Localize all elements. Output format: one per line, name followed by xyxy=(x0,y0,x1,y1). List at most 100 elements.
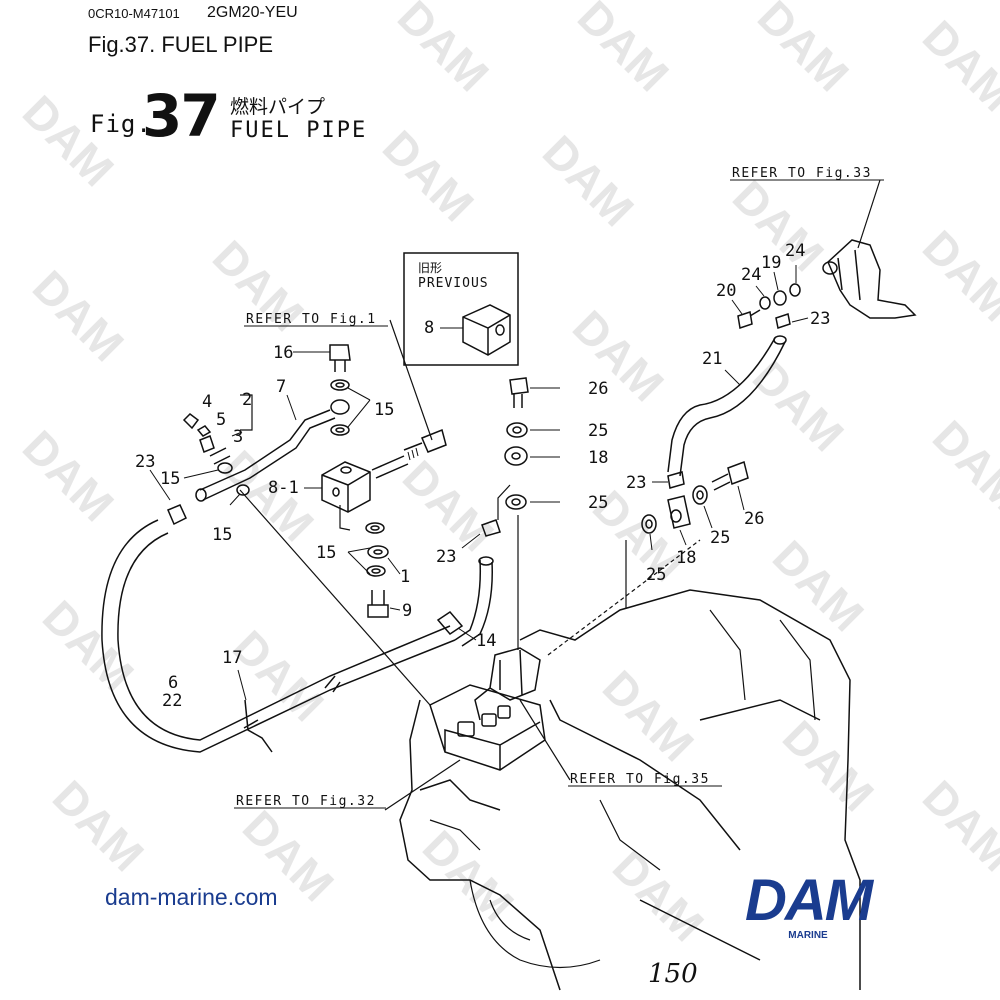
clamp-23-right xyxy=(667,471,685,489)
refer-to-fig-32: REFER TO Fig.32 xyxy=(236,794,376,809)
callout-24: 24 xyxy=(741,265,761,285)
page-title: Fig.37. FUEL PIPE xyxy=(88,32,274,57)
nipple-3 xyxy=(199,435,215,453)
logo-subtext: MARINE xyxy=(788,930,828,941)
fuel-hose-6 xyxy=(101,519,456,753)
engine-block xyxy=(399,589,861,991)
watermark: DAM xyxy=(593,660,704,771)
watermark: DAM xyxy=(913,770,1000,881)
leader-line xyxy=(497,484,511,520)
logo-text: DAM xyxy=(744,868,873,933)
callout-1: 1 xyxy=(400,567,410,587)
drawing xyxy=(101,179,917,991)
dam-marine-logo: DAM MARINE xyxy=(718,872,898,947)
callout-3: 3 xyxy=(233,427,243,447)
document-code: 0CR10-M47101 xyxy=(88,6,180,21)
figure-title-en: FUEL PIPE xyxy=(230,118,368,143)
washer-15 xyxy=(330,424,350,436)
washer-24 xyxy=(789,283,801,297)
figure-title-jp: 燃料パイプ xyxy=(230,96,326,118)
washer-19 xyxy=(773,290,787,306)
watermark: DAM xyxy=(13,85,124,196)
watermark: DAM xyxy=(43,770,154,881)
bolt-20 xyxy=(737,309,761,329)
washer-15 xyxy=(335,382,345,388)
callout-21: 21 xyxy=(702,349,722,369)
refer-to-fig-33: REFER TO Fig.33 xyxy=(732,166,872,181)
leader-line xyxy=(857,179,881,249)
watermark: DAM xyxy=(763,530,874,641)
hose-joint xyxy=(324,675,341,693)
callout-25: 25 xyxy=(646,565,666,585)
callout-22: 22 xyxy=(162,691,182,711)
callout-6: 6 xyxy=(168,673,178,693)
clamp-23-left xyxy=(167,504,187,526)
bolt-16 xyxy=(329,344,351,372)
callout-23: 23 xyxy=(135,452,155,472)
fuel-pump xyxy=(827,239,917,319)
washer-1 xyxy=(373,549,383,555)
leader-line xyxy=(519,699,571,781)
banjo-18-eye xyxy=(670,509,682,523)
callout-15: 15 xyxy=(374,400,394,420)
hose-end xyxy=(478,556,494,566)
mounting-bolt xyxy=(371,428,447,479)
fuel-pipe-14 xyxy=(454,559,493,647)
bolt-26-center xyxy=(509,377,529,408)
bolt-9 xyxy=(367,590,389,618)
filter-nut xyxy=(497,705,511,719)
engine-detail xyxy=(429,609,816,969)
callout-7: 7 xyxy=(276,377,286,397)
previous-part-number: 8 xyxy=(424,318,434,338)
joint-block-8-1 xyxy=(321,461,371,513)
filter-nut xyxy=(481,713,497,727)
callout-25: 25 xyxy=(710,528,730,548)
washer-15 xyxy=(365,522,385,534)
clamp-14 xyxy=(436,611,464,635)
refer-to-fig-35: REFER TO Fig.35 xyxy=(570,772,710,787)
watermark: DAM xyxy=(533,125,644,236)
callout-5: 5 xyxy=(216,410,226,430)
pipe-end xyxy=(195,488,207,502)
washer-25 xyxy=(512,426,522,434)
watermark: DAM xyxy=(748,0,859,101)
callout-23: 23 xyxy=(436,547,456,567)
watermark: DAM xyxy=(913,220,1000,331)
callout-26: 26 xyxy=(744,509,764,529)
block-port xyxy=(332,487,340,497)
previous-part-8 xyxy=(462,304,511,356)
watermark: DAM xyxy=(568,0,679,101)
pump-port xyxy=(822,261,838,275)
callout-18: 18 xyxy=(588,448,608,468)
banjo-eye xyxy=(330,399,350,415)
washer-25 xyxy=(692,485,708,505)
callout-15: 15 xyxy=(212,525,232,545)
engine-model: 2GM20-YEU xyxy=(207,4,298,21)
washer-25 xyxy=(505,494,527,510)
leader-line xyxy=(547,539,701,656)
callout-25: 25 xyxy=(588,421,608,441)
clamp-23 xyxy=(775,313,791,329)
washer-15 xyxy=(217,462,233,474)
washer-5 xyxy=(196,425,212,437)
callout-18: 18 xyxy=(676,548,696,568)
callout-23: 23 xyxy=(810,309,830,329)
website-link[interactable]: dam-marine.com xyxy=(105,884,278,910)
callout-14: 14 xyxy=(476,631,496,651)
block-port xyxy=(340,466,352,474)
leader-line xyxy=(389,319,433,441)
previous-label: PREVIOUS xyxy=(418,276,489,291)
watermark: DAM xyxy=(773,710,884,821)
previous-jp: 旧形 xyxy=(418,261,442,275)
watermark: DAM xyxy=(373,120,484,231)
callout-15: 15 xyxy=(316,543,336,563)
washer-1 xyxy=(367,545,389,559)
washer-25 xyxy=(645,519,653,529)
refer-to-fig-1: REFER TO Fig.1 xyxy=(246,312,377,327)
group-bracket xyxy=(240,394,253,431)
washer-15 xyxy=(335,427,345,433)
clamp-23-center xyxy=(481,519,501,537)
pipe-fitting xyxy=(209,447,231,465)
banjo-18-center xyxy=(511,452,521,460)
callout-8-1: 8-1 xyxy=(268,478,299,498)
